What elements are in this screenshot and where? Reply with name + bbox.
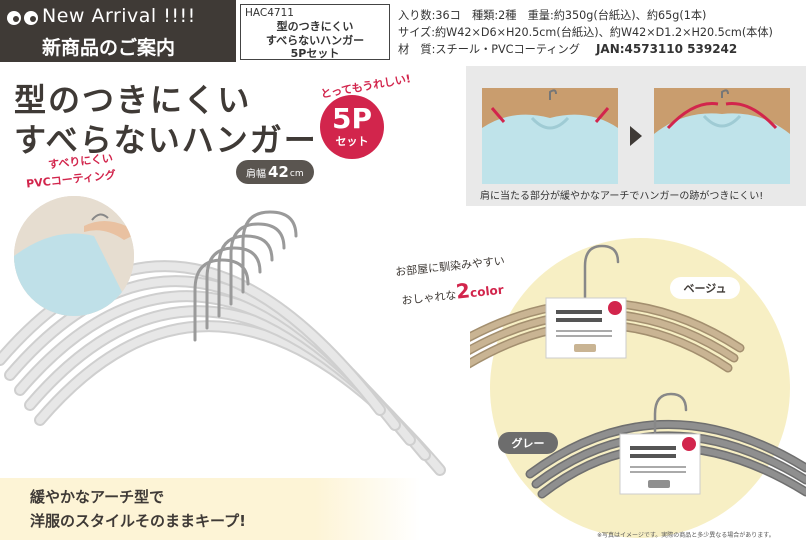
bottom-note: 緩やかなアーチ型で 洋服のスタイルそのままキープ! — [0, 478, 420, 540]
spec-line-size: サイズ:約W42×D6×H20.5cm(台紙込)、約W42×D1.2×H20.5… — [398, 26, 773, 39]
set-number: 5P — [331, 102, 372, 135]
hand-hanging-shirt-photo — [14, 196, 134, 316]
jan-code: JAN:4573110 539242 — [595, 42, 738, 56]
before-photo — [482, 88, 618, 184]
spec-box: 入り数:36コ 種類:2種 重量:約350g(台紙込)、約65g(1本) サイズ… — [394, 4, 806, 60]
new-product-guide-text: 新商品のご案内 — [42, 37, 176, 59]
beige-label: ベージュ — [670, 277, 740, 299]
disclaimer: ※写真はイメージです。実際の商品と多少異なる場合があります。 — [597, 532, 775, 539]
shoulder-unit: cm — [289, 169, 304, 179]
set-label: セット — [335, 135, 369, 148]
pvc-line2: PVCコーティング — [25, 168, 117, 191]
comparison-panel: 肩に当たる部分が緩やかなアーチでハンガーの跡がつきにくい! — [466, 66, 806, 206]
pvc-callout: すべりにくい PVCコーティング — [10, 152, 160, 193]
shoulder-width-badge: 肩幅 42 cm — [236, 160, 314, 184]
product-set: 5Pセット — [290, 47, 340, 60]
after-photo — [654, 88, 790, 184]
color-word: color — [469, 282, 505, 301]
page-title: 型のつきにくい すべらないハンガー — [14, 80, 318, 160]
bottom-note-line2: 洋服のスタイルそのままキープ! — [30, 512, 246, 530]
title-line2: すべらないハンガー — [14, 121, 318, 159]
grey-label: グレー — [498, 432, 558, 454]
product-code: HAC4711 — [245, 7, 294, 19]
spec-material: 材 質:スチール・PVCコーティング — [398, 43, 580, 56]
color-variants-illustration — [470, 238, 806, 538]
color-count: 2 — [454, 278, 472, 304]
set-badge: 5P セット — [320, 95, 384, 159]
spec-line-material: 材 質:スチール・PVCコーティング JAN:4573110 539242 — [398, 41, 802, 58]
spec-line-quantity: 入り数:36コ 種類:2種 重量:約350g(台紙込)、約65g(1本) — [398, 9, 707, 22]
eyes-icon — [7, 11, 38, 25]
bottom-note-line1: 緩やかなアーチ型で — [30, 488, 165, 506]
product-code-box: HAC4711 型のつきにくい すべらないハンガー 5Pセット — [240, 4, 390, 60]
product-name-line2: すべらないハンガー — [265, 33, 365, 47]
new-arrival-badge: New Arrival !!!! 新商品のご案内 — [0, 0, 236, 62]
shoulder-label: 肩幅 — [246, 168, 266, 180]
product-name-line1: 型のつきにくい — [276, 20, 354, 33]
new-arrival-text: New Arrival !!!! — [42, 5, 196, 27]
hanger-stack-illustration — [0, 210, 446, 476]
arrow-right-icon — [630, 126, 642, 146]
shoulder-value: 42 — [268, 163, 289, 181]
comparison-caption: 肩に当たる部分が緩やかなアーチでハンガーの跡がつきにくい! — [480, 191, 764, 202]
title-line1: 型のつきにくい — [14, 81, 252, 119]
